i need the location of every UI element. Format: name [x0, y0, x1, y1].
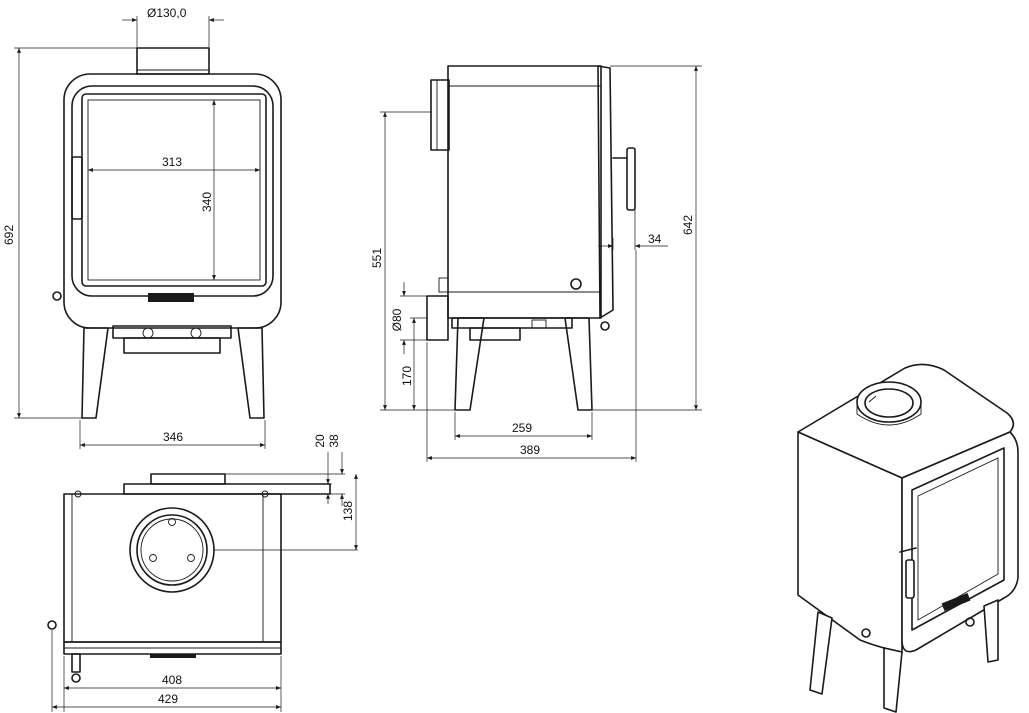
side-leg-back	[454, 317, 485, 411]
glass-width-label: 313	[162, 155, 182, 169]
front-width-label: 346	[163, 430, 183, 444]
legs-span-label: 259	[512, 421, 532, 435]
dim-138-label: 138	[341, 501, 355, 521]
top-inner-width-label: 408	[162, 673, 182, 687]
side-flue-collar	[430, 79, 450, 151]
top-body	[63, 493, 282, 643]
top-flue-ring	[129, 507, 215, 593]
top-view: 20 38 138 408 429	[47, 434, 358, 712]
air-control-knob	[52, 291, 62, 301]
top-outer-width-label: 429	[158, 692, 178, 706]
side-leg-front	[564, 317, 593, 411]
door-handle	[71, 156, 83, 220]
side-hole	[570, 278, 582, 290]
side-depth-label: 389	[520, 443, 540, 457]
dim-20-label: 20	[313, 434, 327, 448]
front-view: Ø130,0 692 313 340 346	[2, 6, 282, 449]
glass-height-label: 340	[200, 192, 214, 212]
brand-logo	[148, 293, 194, 302]
front-height-label: 692	[2, 225, 16, 245]
stove-body	[63, 73, 282, 329]
side-door	[597, 65, 614, 319]
glass-panel	[81, 93, 267, 287]
side-view: 551 642 34 Ø80 170 259 389	[370, 65, 702, 462]
side-handle	[626, 147, 636, 211]
side-height-label: 642	[681, 215, 695, 235]
door-frame	[71, 85, 274, 297]
flue-diameter-label: Ø130,0	[147, 6, 187, 20]
dim-38-label: 38	[327, 434, 341, 448]
side-flue-height-label: 551	[370, 248, 384, 268]
air-inlet-diameter-label: Ø80	[390, 308, 404, 331]
iso-flue-ring	[856, 381, 922, 423]
leg-left	[81, 327, 109, 419]
air-inlet	[426, 295, 449, 341]
isometric-view	[797, 363, 1019, 713]
air-inlet-height-label: 170	[400, 366, 414, 386]
handle-offset-label: 34	[648, 232, 662, 246]
leg-right	[237, 327, 265, 419]
